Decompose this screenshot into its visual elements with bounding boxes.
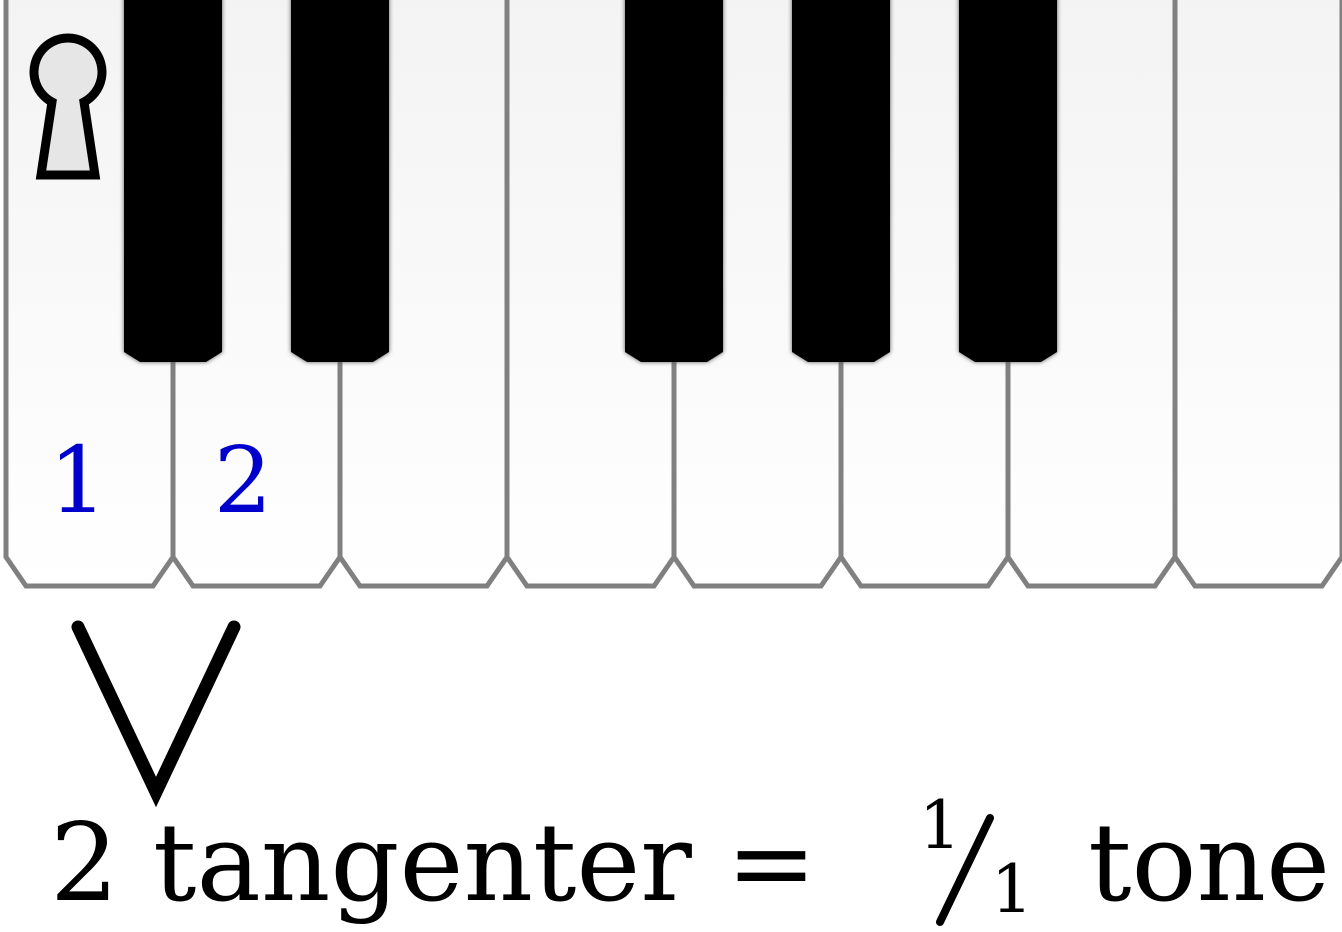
black-key (291, 0, 389, 362)
white-key (1172, 0, 1342, 589)
fraction-denominator: 1 (991, 851, 1033, 928)
black-key (124, 0, 222, 362)
v-bracket-icon (71, 620, 241, 808)
formula-rhs: tone (1088, 801, 1330, 926)
black-key (959, 0, 1057, 362)
keyhole-icon (29, 33, 107, 180)
formula-lhs: 2 tangenter = (50, 801, 817, 926)
black-key (792, 0, 890, 362)
fraction-slash (936, 814, 994, 926)
black-keys (124, 0, 1057, 362)
key-label-1: 1 (49, 427, 108, 534)
key-labels: 1 2 (49, 427, 273, 534)
fraction-numerator: 1 (919, 787, 961, 864)
black-key (625, 0, 723, 362)
key-label-2: 2 (214, 427, 273, 534)
formula: 2 tangenter = 1 1 tone (50, 787, 1330, 928)
